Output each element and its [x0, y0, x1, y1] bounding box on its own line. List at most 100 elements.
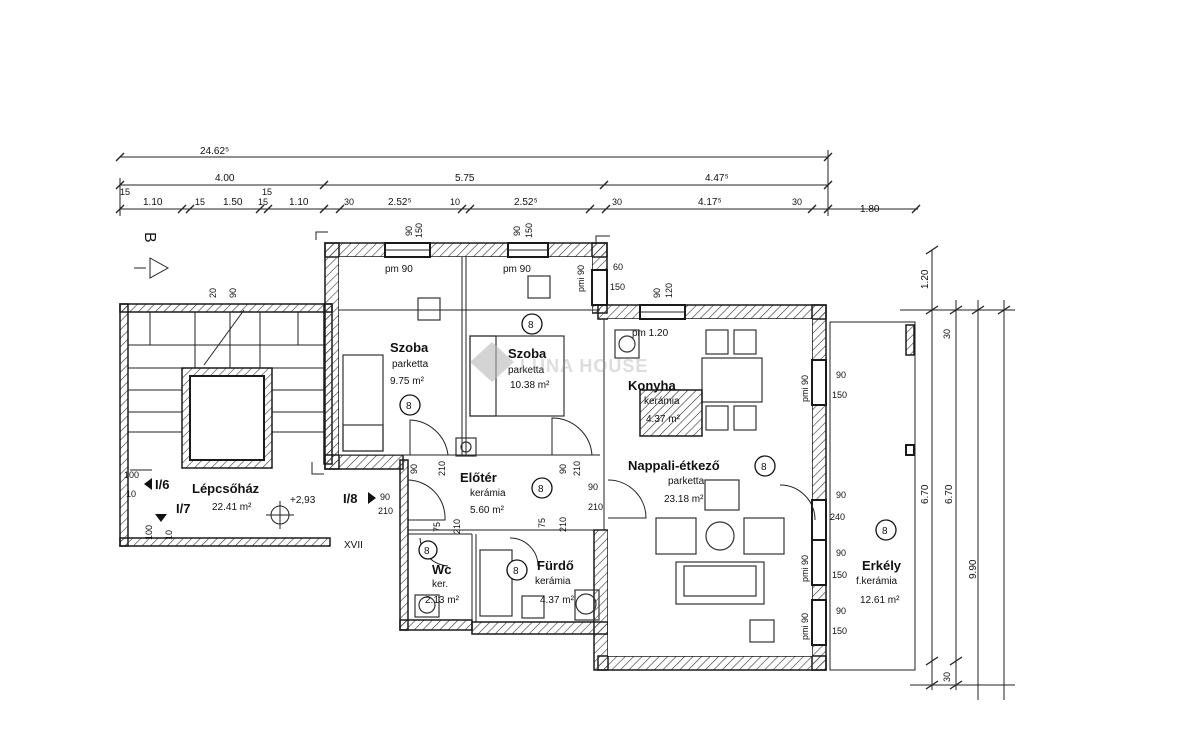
door-e3-w: 90: [588, 482, 598, 492]
dim-total: 24.62⁵: [200, 146, 229, 157]
win7-h: 150: [832, 626, 847, 636]
room-name: Nappali-étkező: [628, 458, 720, 473]
win5-pm: pmi 90: [800, 375, 810, 402]
win6-w: 90: [836, 548, 846, 558]
door-f-w: 75: [537, 518, 547, 528]
room-szoba2: Szoba parketta 10.38 m² 8: [508, 313, 550, 391]
room-floor: parketta: [392, 359, 429, 370]
room-wc: 8 Wc ker. 2.13 m²: [418, 540, 460, 606]
door-i7: I/7: [176, 501, 190, 516]
balcony: [829, 309, 916, 671]
dim-r3-6: 2.52⁵: [388, 197, 412, 208]
section-letter: B: [141, 232, 158, 243]
pm90-2: pm 90: [503, 264, 531, 275]
room-szoba1: Szoba parketta 9.75 m² 8: [390, 340, 429, 416]
pm90-1: pm 90: [385, 264, 413, 275]
win1-w: 90: [404, 226, 414, 236]
room-name: Előtér: [460, 470, 497, 485]
room-name: Wc: [432, 562, 452, 577]
win1-h: 150: [414, 223, 424, 238]
room-floor: kerámia: [644, 396, 680, 407]
win3-h: 120: [664, 283, 674, 298]
dim-seg-1: 4.00: [215, 173, 235, 184]
room-number: 8: [761, 462, 767, 473]
dim-small-1: 15: [120, 187, 130, 197]
room-name: Lépcsőház: [192, 481, 260, 496]
vdim-2: 30: [942, 329, 952, 339]
vdim-3: 6.70: [920, 484, 931, 504]
room-area: 4.37 m²: [540, 595, 575, 606]
room-floor: parketta: [668, 476, 705, 487]
room-name: Erkély: [862, 558, 902, 573]
win4-h: 150: [610, 282, 625, 292]
door-wc-w: 75: [432, 522, 442, 532]
dim-r3-1: 15: [195, 197, 205, 207]
stair-100b: 100: [144, 525, 154, 540]
watermark: LUNA HOUSE: [470, 342, 648, 382]
vdim-6: 30: [942, 672, 952, 682]
door-swings: [130, 417, 816, 567]
room-name: Szoba: [508, 346, 547, 361]
door-e2-h: 210: [572, 461, 582, 476]
vdim-5: 9.90: [968, 559, 979, 579]
dim-r3-7: 10: [450, 197, 460, 207]
win2-h: 150: [524, 223, 534, 238]
room-area: 5.60 m²: [470, 505, 505, 516]
room-number: 8: [424, 546, 430, 557]
right-dimension-lines: 1.20 30 6.70 6.70 9.90 30: [900, 245, 1015, 700]
win2-w: 90: [512, 226, 522, 236]
dim-r3-0: 1.10: [143, 197, 163, 208]
dim-seg-2: 5.75: [455, 173, 475, 184]
room-area: 23.18 m²: [664, 494, 704, 505]
xvii-mark: XVII: [344, 540, 363, 551]
stair-100: 100: [124, 470, 139, 480]
door-wc-h: 210: [452, 519, 462, 534]
room-area: 22.41 m²: [212, 502, 252, 513]
room-erkely: 8 Erkély f.kerámia 12.61 m²: [856, 519, 902, 606]
top-dimension-lines: [115, 150, 921, 216]
door-i6: I/6: [155, 477, 169, 492]
dim-r3-12: 1.80: [860, 204, 880, 215]
room-name: Szoba: [390, 340, 429, 355]
door-e1-h: 210: [437, 461, 447, 476]
dim-small-2: 15: [262, 187, 272, 197]
dim-r3-2: 1.50: [223, 197, 243, 208]
section-marker: B: [134, 232, 170, 279]
room-area: 9.75 m²: [390, 376, 425, 387]
win5-w: 90: [836, 370, 846, 380]
vdim-1: 1.20: [920, 269, 931, 289]
win7-w: 90: [836, 606, 846, 616]
door-e2-w: 90: [558, 464, 568, 474]
win6-h: 150: [832, 570, 847, 580]
room-lepcsohaz: Lépcsőház 22.41 m² +2,93: [192, 481, 316, 529]
dim-r3-4: 1.10: [289, 197, 309, 208]
annotations: I/6 I/7 I/8 pm 90 pm 90 pm 1.20 90 150 9…: [124, 223, 847, 640]
win7-pm: pmi 90: [800, 613, 810, 640]
room-nappali: Nappali-étkező parketta 23.18 m² 8: [628, 455, 776, 505]
room-name: Fürdő: [537, 558, 574, 573]
dim-r3-9: 30: [612, 197, 622, 207]
room-number: 8: [538, 484, 544, 495]
room-number: 8: [406, 401, 412, 412]
door5-h: 240: [830, 512, 845, 522]
vdim-4: 6.70: [944, 484, 955, 504]
room-floor: kerámia: [535, 576, 571, 587]
dim-r3-5: 30: [344, 197, 354, 207]
dim-r3-8: 2.52⁵: [514, 197, 538, 208]
top-dimension-text: 24.62⁵ 4.00 5.75 4.47⁵ 15 15 1.10 15 1.5…: [120, 146, 880, 215]
win4-w: 60: [613, 262, 623, 272]
watermark-text: LUNA HOUSE: [520, 356, 648, 376]
door-e3-h: 210: [588, 502, 603, 512]
room-area: 2.13 m²: [425, 595, 460, 606]
door-f-h: 210: [558, 517, 568, 532]
room-area: 10.38 m²: [510, 380, 550, 391]
room-floor: kerámia: [470, 488, 506, 499]
room-number: 8: [528, 320, 534, 331]
room-area: 12.61 m²: [860, 595, 900, 606]
windows: [384, 242, 827, 646]
room-furdo: 8 Fürdő kerámia 4.37 m²: [506, 558, 575, 606]
dim-r3-11: 30: [792, 197, 802, 207]
room-number: 8: [513, 566, 519, 577]
room-floor: parketta: [508, 365, 545, 376]
